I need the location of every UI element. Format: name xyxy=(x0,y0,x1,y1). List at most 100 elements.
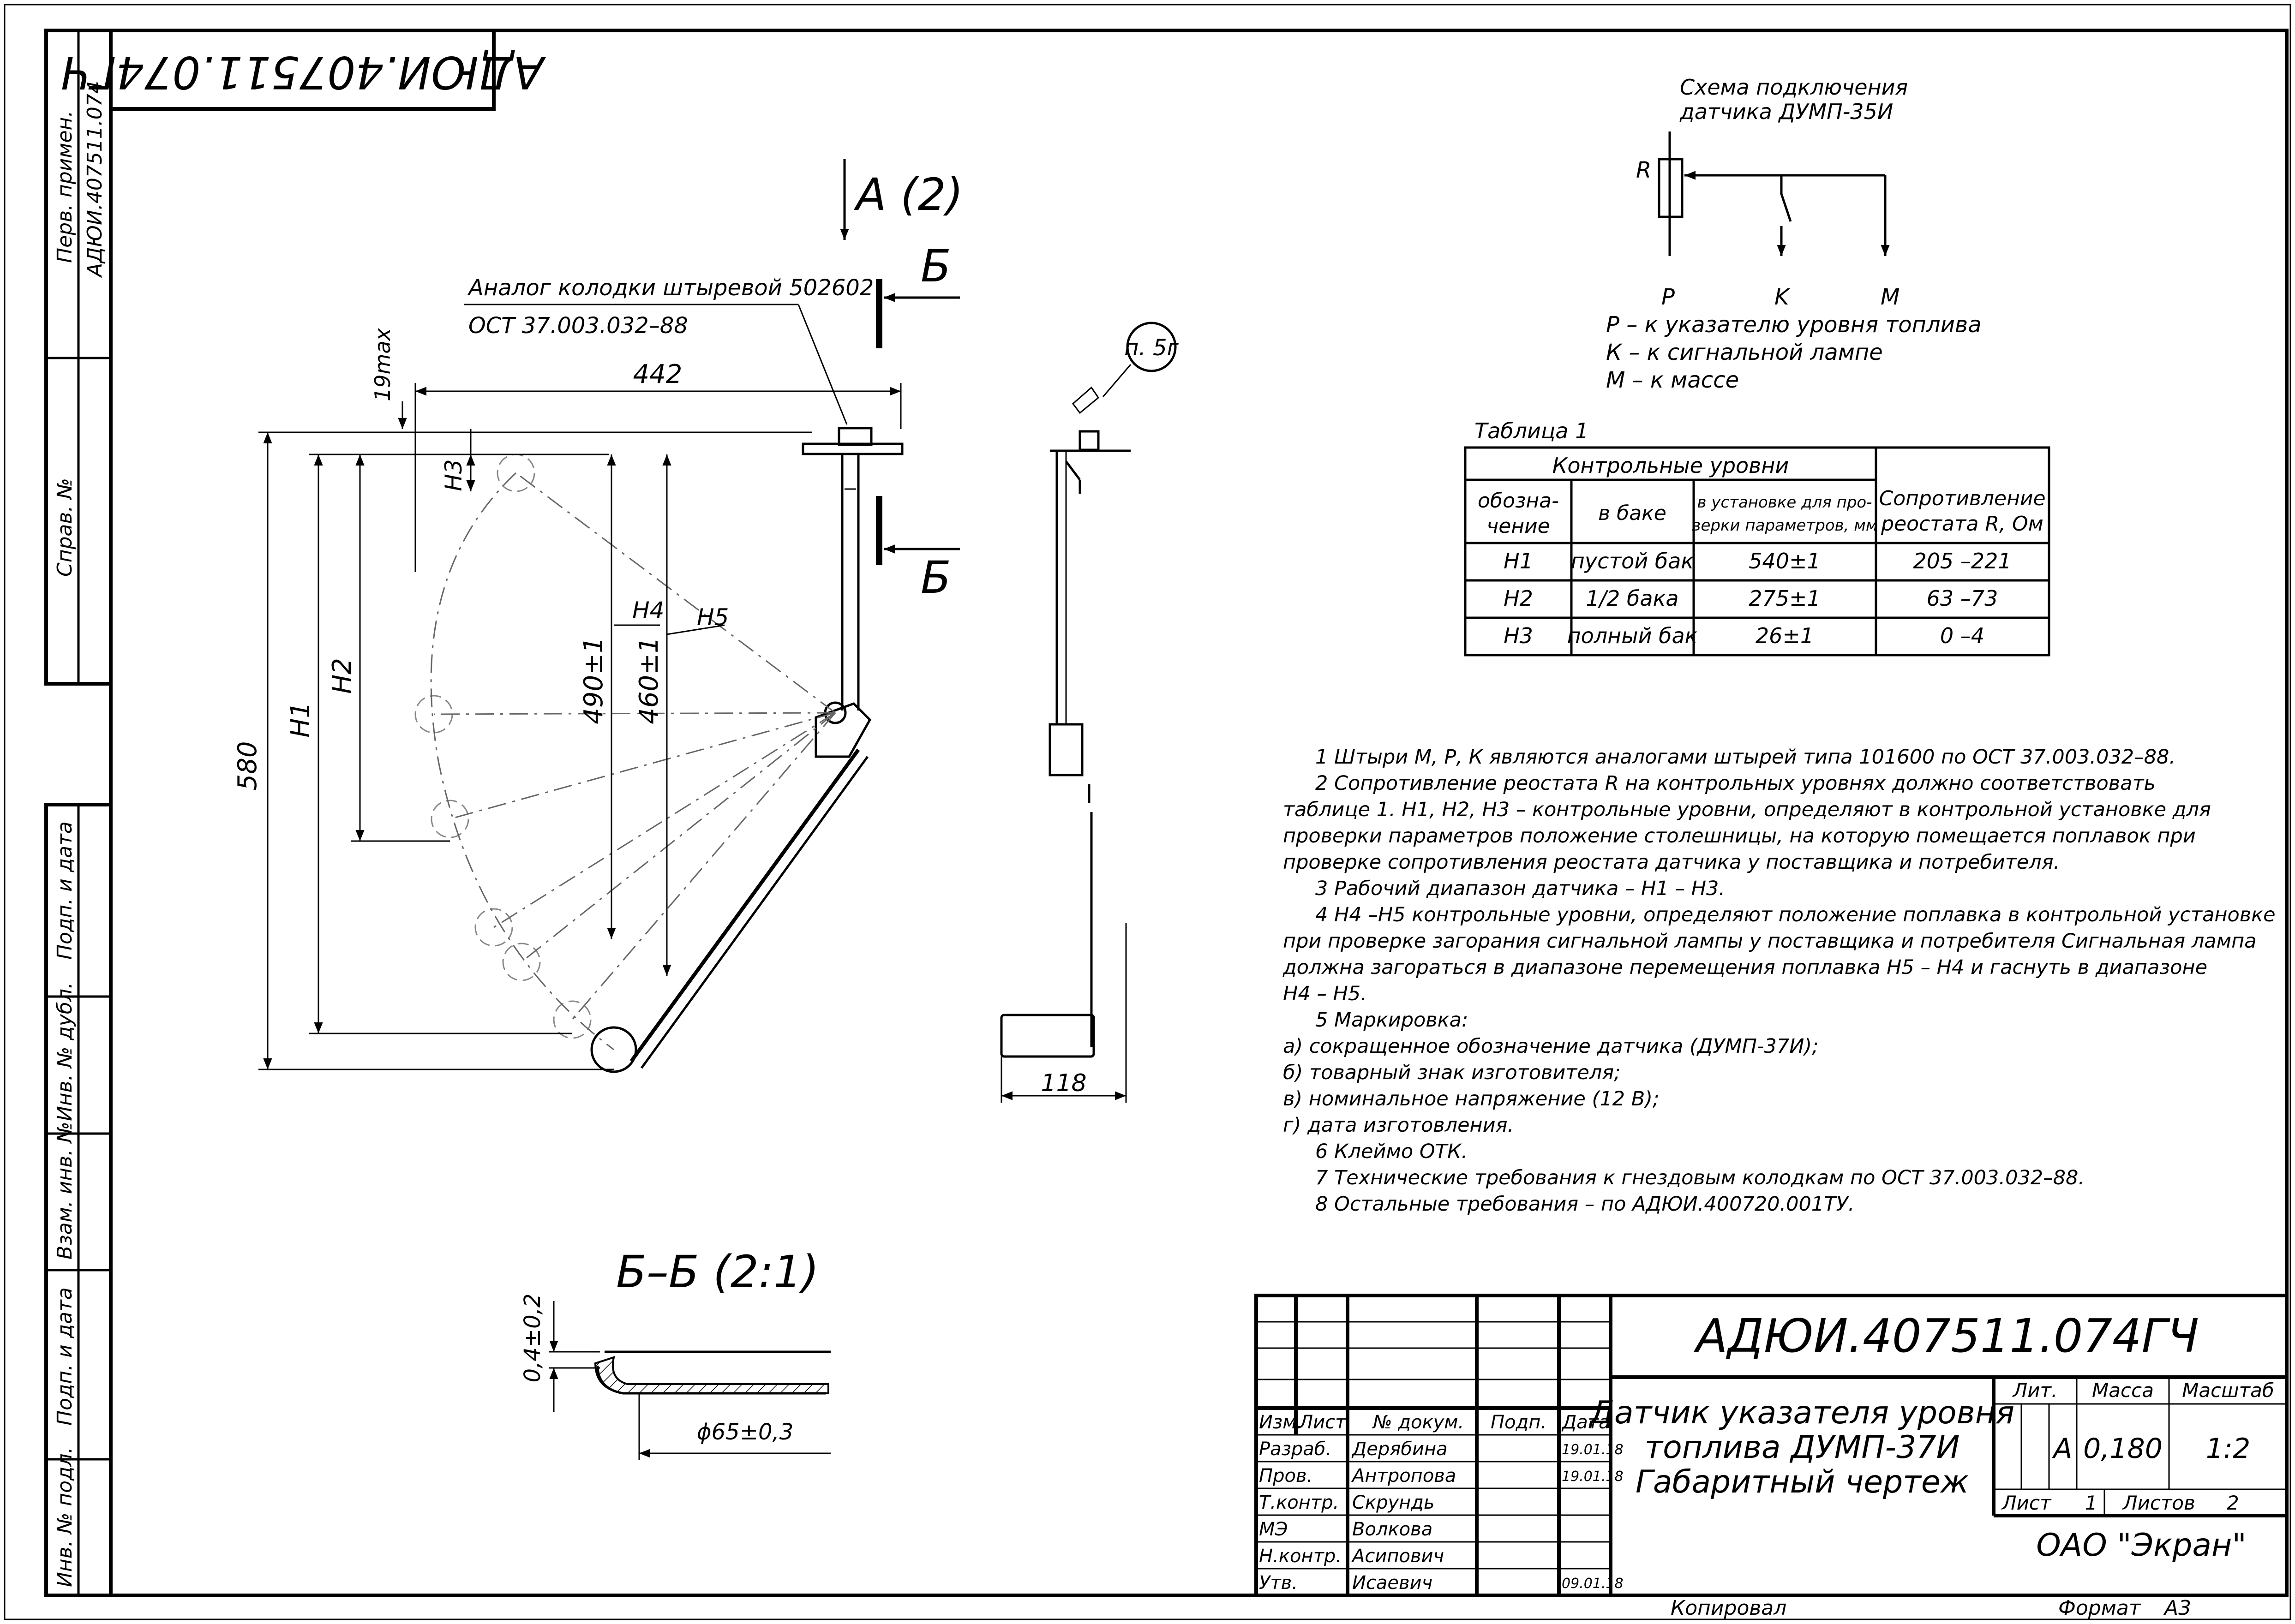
schema-legend-3: М – к массе xyxy=(1606,367,1739,393)
tb-list-label: Лист xyxy=(2001,1492,2052,1514)
table-caption: Таблица 1 xyxy=(1474,418,1588,443)
tb-role: Утв. xyxy=(1259,1572,1298,1594)
td-bak: полный бак xyxy=(1567,623,1698,648)
note-line: Н4 – Н5. xyxy=(1283,982,1367,1005)
view-a-label: А (2) xyxy=(853,169,963,221)
dim-h5: H5 xyxy=(697,604,729,631)
note-line: при проверке загорания сигнальной лампы … xyxy=(1283,930,2257,953)
dim-h2: H2 xyxy=(327,658,357,694)
section-b-bottom: Б xyxy=(921,552,951,603)
tb-role: МЭ xyxy=(1259,1519,1288,1540)
leader-text-2: ОСТ 37.003.032–88 xyxy=(468,313,688,339)
tb-h-podp: Подп. xyxy=(1491,1412,1546,1433)
dim-65: ϕ65±0,3 xyxy=(697,1419,793,1445)
note-line: проверке сопротивления реостата датчика … xyxy=(1283,851,2060,874)
td-bak: пустой бак xyxy=(1571,549,1694,573)
main-view: А (2) Б Б Аналог колодки штыревой 502602… xyxy=(233,159,963,1073)
tb-masshtab-label: Масштаб xyxy=(2182,1379,2274,1402)
note-line: 1 Штыри М, Р, К являются аналогами штыре… xyxy=(1315,746,2175,769)
leader-text-1: Аналог колодки штыревой 502602 xyxy=(467,275,874,301)
footer-format-value: А3 xyxy=(2163,1596,2191,1620)
note-line: 4 Н4 –Н5 контрольные уровни, определяют … xyxy=(1315,903,2276,926)
tb-name: Антропова xyxy=(1351,1465,1456,1487)
label-perv-primen: Перв. примен. xyxy=(53,111,77,263)
td-bak: 1/2 бака xyxy=(1586,586,1678,611)
tb-h-dokum: № докум. xyxy=(1372,1412,1464,1433)
note-line: 8 Остальные требования – по АДЮИ.400720.… xyxy=(1315,1193,1854,1216)
schema-p: P xyxy=(1661,284,1675,310)
tb-h-data: Дата xyxy=(1561,1412,1610,1433)
tb-name: Волкова xyxy=(1352,1519,1432,1540)
label-inv-podl: Инв. № подл. xyxy=(53,1447,77,1587)
tb-name-2: топлива ДУМП-37И xyxy=(1645,1429,1960,1466)
schema-m: M xyxy=(1881,284,1900,310)
th-ust-2: верки параметров, мм xyxy=(1691,516,1877,535)
footer-format-label: Формат xyxy=(2058,1596,2141,1620)
th-ust-1: в установке для про- xyxy=(1697,493,1872,512)
label-inv-dubl: Инв. № дубл. xyxy=(53,982,77,1121)
tb-role: Т.контр. xyxy=(1259,1492,1339,1513)
tb-lit-value: А xyxy=(2051,1433,2072,1465)
schema-title-2: датчика ДУМП-35И xyxy=(1679,99,1893,124)
td-ust: 275±1 xyxy=(1749,586,1821,611)
tb-name-3: Габаритный чертеж xyxy=(1636,1464,1969,1500)
title-block: Изм. Лист № докум. Подп. Дата Разраб. Де… xyxy=(1254,1294,2289,1597)
dim-19max: 19max xyxy=(370,328,395,401)
tb-name: Асипович xyxy=(1351,1546,1444,1567)
schema-k: K xyxy=(1774,284,1791,310)
td-ust: 26±1 xyxy=(1756,623,1814,648)
connection-schema: Схема подключения датчика ДУМП-35И R P K… xyxy=(1606,75,1982,393)
th-res-1: Сопротивление xyxy=(1879,487,2045,510)
svg-text:АДЮИ.407511.074ГЧ: АДЮИ.407511.074ГЧ xyxy=(61,47,546,98)
tb-name-1: Датчик указателя уровня xyxy=(1588,1395,2014,1431)
tb-name: Дерябина xyxy=(1351,1439,1448,1460)
left-column: Перв. примен. АДЮИ.407511.074 Справ. № П… xyxy=(44,29,113,1597)
note-line: должна загораться в диапазоне перемещени… xyxy=(1282,956,2207,979)
tb-listov-value: 2 xyxy=(2227,1492,2239,1514)
note-line: а) сокращенное обозначение датчика (ДУМП… xyxy=(1283,1035,1819,1058)
schema-title-1: Схема подключения xyxy=(1680,75,1908,100)
tb-date: 19.01.18 xyxy=(1562,1442,1624,1458)
note-line: 6 Клеймо ОТК. xyxy=(1315,1140,1468,1163)
th-oboz-2: чение xyxy=(1486,514,1550,538)
rotated-stamp: АДЮИ.407511.074ГЧ xyxy=(61,29,546,111)
td-res: 0 –4 xyxy=(1940,623,1984,648)
note-line: 7 Технические требования к гнездовым кол… xyxy=(1315,1166,2085,1189)
tb-org: ОАО "Экран" xyxy=(2036,1527,2247,1564)
th-res-2: реостата R, Ом xyxy=(1881,512,2043,536)
td-ust: 540±1 xyxy=(1749,549,1821,573)
section-title: Б–Б (2:1) xyxy=(616,1246,819,1298)
note-line: проверки параметров положение столешницы… xyxy=(1283,824,2196,848)
dim-04: 0,4±0,2 xyxy=(520,1294,545,1383)
tb-h-izm: Изм. xyxy=(1259,1412,1302,1433)
dim-h1: H1 xyxy=(286,702,316,738)
technical-notes: 1 Штыри М, Р, К являются аналогами штыре… xyxy=(1282,746,2276,1216)
tb-name: Исаевич xyxy=(1352,1572,1432,1594)
schema-legend-2: К – к сигнальной лампе xyxy=(1606,340,1883,365)
dim-h3: H3 xyxy=(440,459,467,491)
note-line: 3 Рабочий диапазон датчика – Н1 – Н3. xyxy=(1315,877,1725,900)
note-line: в) номинальное напряжение (12 В); xyxy=(1283,1087,1659,1111)
label-sprav: Справ. № xyxy=(53,478,77,577)
schema-legend-1: Р – к указателю уровня топлива xyxy=(1606,312,1982,338)
dim-442: 442 xyxy=(633,359,683,389)
td-oboz: H1 xyxy=(1504,549,1533,573)
note-line: г) дата изготовления. xyxy=(1283,1114,1514,1137)
value-perv-primen: АДЮИ.407511.074 xyxy=(83,81,107,278)
tb-date: 19.01.18 xyxy=(1562,1469,1624,1485)
table-1: Таблица 1 Контрольные уровни обозна- чен… xyxy=(1464,418,2050,657)
tb-role: Н.контр. xyxy=(1259,1546,1342,1567)
tb-list-value: 1 xyxy=(2085,1492,2097,1514)
label-vzam-inv: Взам. инв. № xyxy=(53,1122,77,1260)
dim-580: 580 xyxy=(233,741,263,791)
section-bb: Б–Б (2:1) 0,4±0,2 ϕ65±0,3 xyxy=(520,1246,831,1460)
td-oboz: H2 xyxy=(1504,586,1533,611)
tb-listov-label: Листов xyxy=(2122,1492,2195,1514)
front-view: п. 5г 118 xyxy=(1000,322,1179,1103)
tb-massa-value: 0,180 xyxy=(2083,1433,2163,1465)
tb-role: Пров. xyxy=(1259,1465,1312,1487)
note-line: б) товарный знак изготовителя; xyxy=(1283,1061,1621,1084)
tb-masshtab-value: 1:2 xyxy=(2206,1433,2251,1465)
note-line: таблице 1. Н1, Н2, Н3 – контрольные уров… xyxy=(1283,798,2211,821)
